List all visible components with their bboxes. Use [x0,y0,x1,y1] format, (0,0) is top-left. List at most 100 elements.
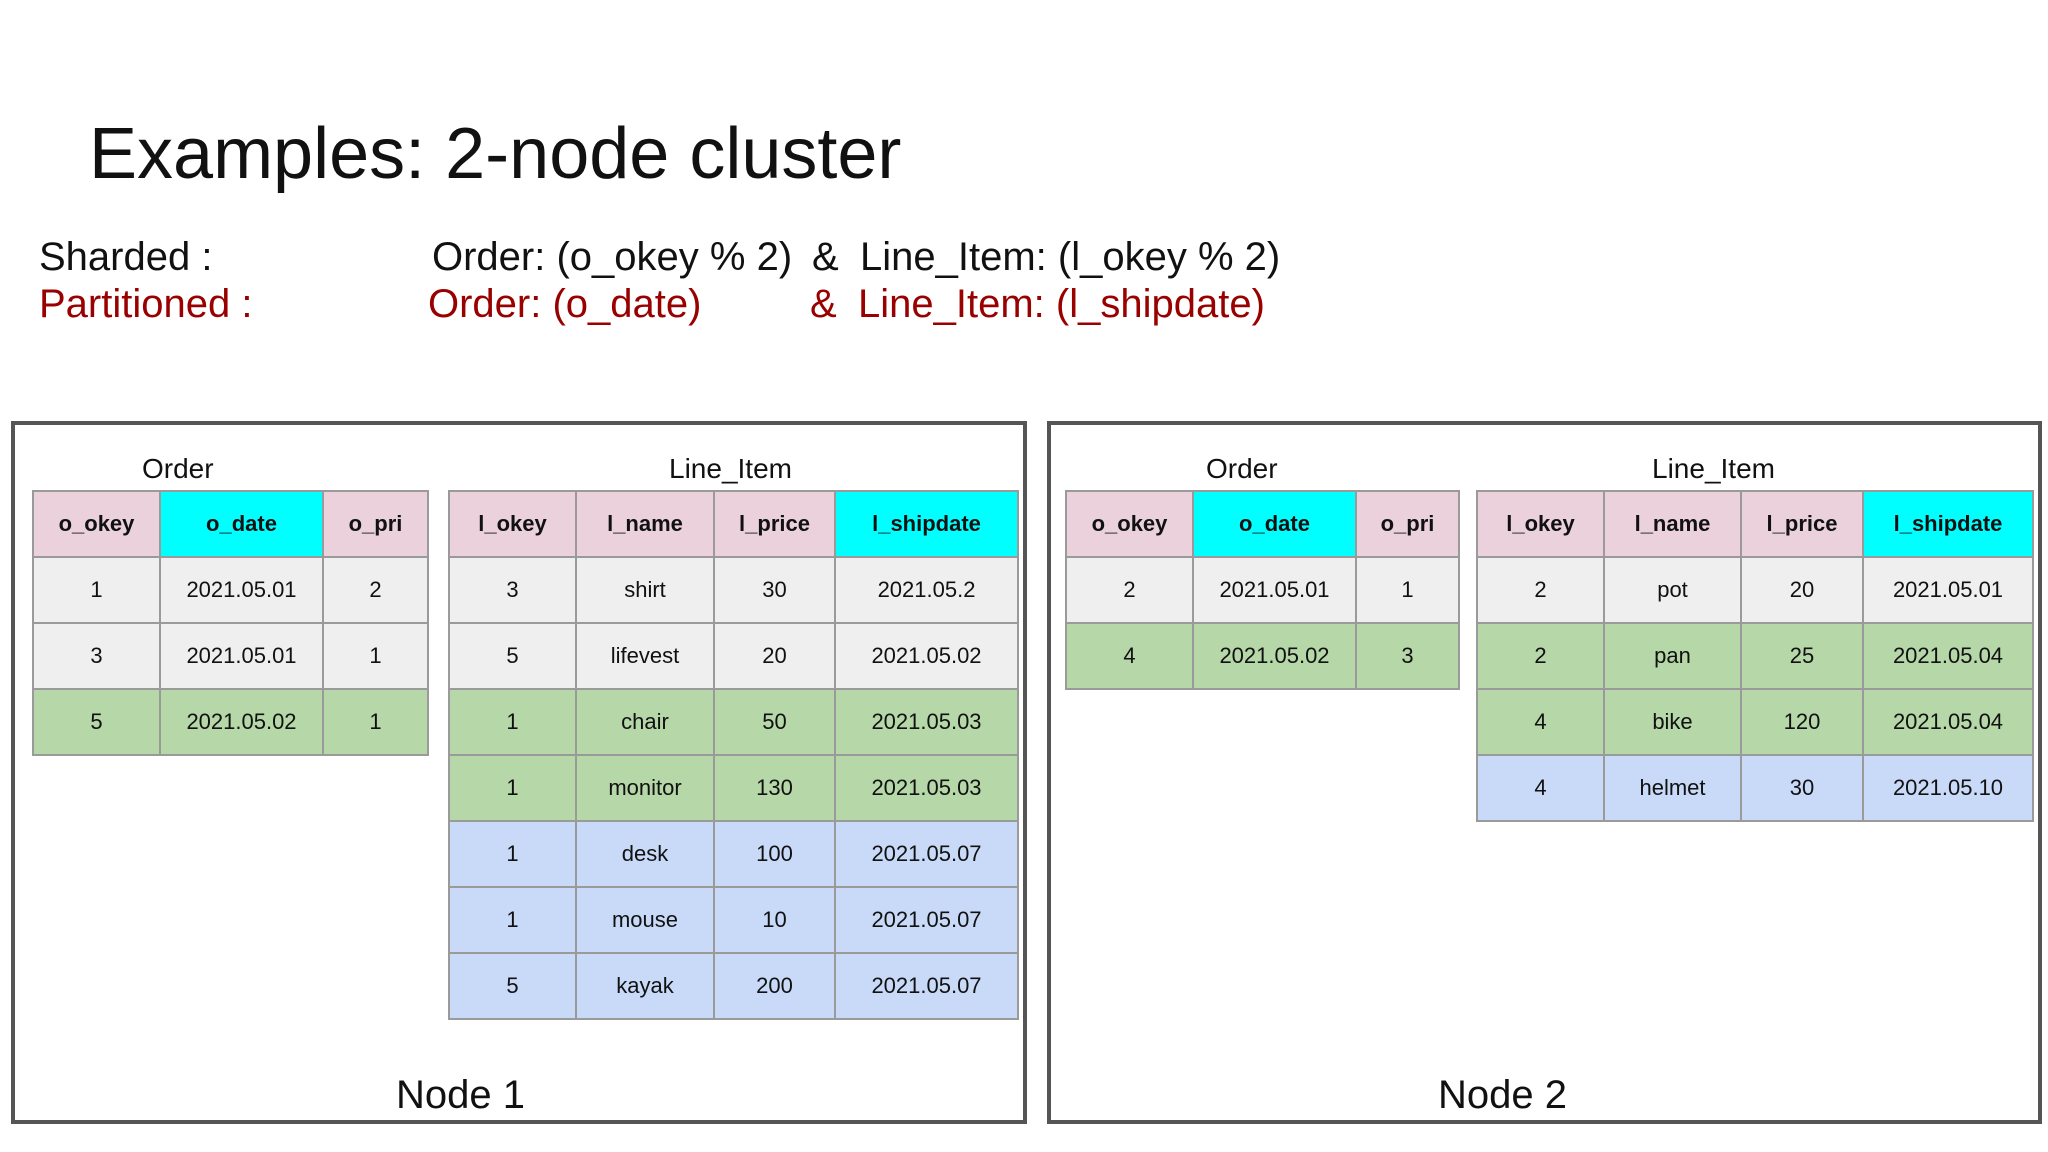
node-2-order-column-header: o_pri [1355,490,1460,558]
node-1-lineitem-table-cell: 1 [448,688,577,756]
node-1-order-table-cell: 1 [32,556,161,624]
node-1-lineitem-table-cell: 10 [713,886,836,954]
node-1-lineitem-table-cell: mouse [575,886,715,954]
slide-title: Examples: 2-node cluster [89,114,902,194]
node-1-lineitem-table-cell: 1 [448,754,577,822]
node-1-lineitem-caption: Line_Item [669,453,792,484]
node-2-lineitem-column-header: l_price [1740,490,1864,558]
node-1-lineitem-table-cell: 2021.05.2 [834,556,1019,624]
node-1-lineitem-column-header: l_okey [448,490,577,558]
sharded-order-rule: Order: (o_okey % 2) [432,235,793,279]
node-1-lineitem-column-header: l_shipdate [834,490,1019,558]
node-2-lineitem-table-cell: 2 [1476,556,1605,624]
node-1-lineitem-table-cell: 2021.05.07 [834,820,1019,888]
node-1-order-column-header: o_date [159,490,324,558]
node-1-order-table-cell: 1 [322,688,429,756]
node-2-order-table-cell: 4 [1065,622,1194,690]
node-2-lineitem-table-cell: 2021.05.01 [1862,556,2034,624]
node-1-lineitem-table-cell: kayak [575,952,715,1020]
partitioned-order-rule: Order: (o_date) [428,282,702,326]
node-1-lineitem-table-cell: 3 [448,556,577,624]
node-2-order-column-header: o_date [1192,490,1357,558]
node-1-lineitem-table-cell: 200 [713,952,836,1020]
node-2-lineitem-table-cell: 2 [1476,622,1605,690]
sharded-label: Sharded : [39,235,213,279]
partitioned-lineitem-rule: Line_Item: (l_shipdate) [858,282,1265,326]
node-1-lineitem-table-cell: 30 [713,556,836,624]
node-2-lineitem-table-cell: 25 [1740,622,1864,690]
node-1-order-column-header: o_pri [322,490,429,558]
node-2-lineitem-table-cell: 4 [1476,754,1605,822]
node-1-lineitem-table-cell: chair [575,688,715,756]
node-1-lineitem-table-cell: 1 [448,886,577,954]
node-1-order-table-cell: 2 [322,556,429,624]
partitioned-label: Partitioned : [39,282,253,326]
node-2-order-table-cell: 2021.05.01 [1192,556,1357,624]
node-1-order-column-header: o_okey [32,490,161,558]
node-1-lineitem-table-cell: shirt [575,556,715,624]
node-2-lineitem-table-cell: 2021.05.04 [1862,688,2034,756]
node-2-lineitem-column-header: l_okey [1476,490,1605,558]
node-1-lineitem-table-cell: 20 [713,622,836,690]
node-1-lineitem-table-cell: 50 [713,688,836,756]
node-1-lineitem-table-cell: desk [575,820,715,888]
node-2-label: Node 2 [1438,1073,1567,1117]
node-2-lineitem-column-header: l_name [1603,490,1742,558]
node-2-lineitem-table-cell: 120 [1740,688,1864,756]
node-1-lineitem-column-header: l_price [713,490,836,558]
node-2-lineitem-table-cell: 30 [1740,754,1864,822]
node-2-lineitem-table-cell: helmet [1603,754,1742,822]
node-1-order-table-cell: 2021.05.02 [159,688,324,756]
partitioned-ampersand: & [810,282,837,326]
node-1-lineitem-table-cell: 2021.05.03 [834,688,1019,756]
node-2-lineitem-column-header: l_shipdate [1862,490,2034,558]
node-1-lineitem-table-cell: monitor [575,754,715,822]
node-2-lineitem-table-cell: 2021.05.04 [1862,622,2034,690]
node-1-lineitem-column-header: l_name [575,490,715,558]
node-2-lineitem-table-cell: 4 [1476,688,1605,756]
node-2-order-table-cell: 2 [1065,556,1194,624]
node-1-lineitem-table-cell: 2021.05.07 [834,886,1019,954]
node-2-lineitem-table-cell: pan [1603,622,1742,690]
node-1-lineitem-table-cell: lifevest [575,622,715,690]
node-2-order-table-cell: 3 [1355,622,1460,690]
node-1-label: Node 1 [396,1073,525,1117]
node-1-lineitem-table-cell: 2021.05.07 [834,952,1019,1020]
node-1-lineitem-table-cell: 130 [713,754,836,822]
node-2-lineitem-caption: Line_Item [1652,453,1775,484]
node-1-order-caption: Order [142,453,214,484]
node-2-lineitem-table-cell: 2021.05.10 [1862,754,2034,822]
node-1-order-table-cell: 2021.05.01 [159,622,324,690]
node-1-order-table-cell: 5 [32,688,161,756]
node-2-lineitem-table-cell: pot [1603,556,1742,624]
node-1-lineitem-table-cell: 5 [448,622,577,690]
node-1-lineitem-table-cell: 2021.05.02 [834,622,1019,690]
node-2-order-table-cell: 1 [1355,556,1460,624]
node-2-order-column-header: o_okey [1065,490,1194,558]
sharded-ampersand: & [812,235,839,279]
